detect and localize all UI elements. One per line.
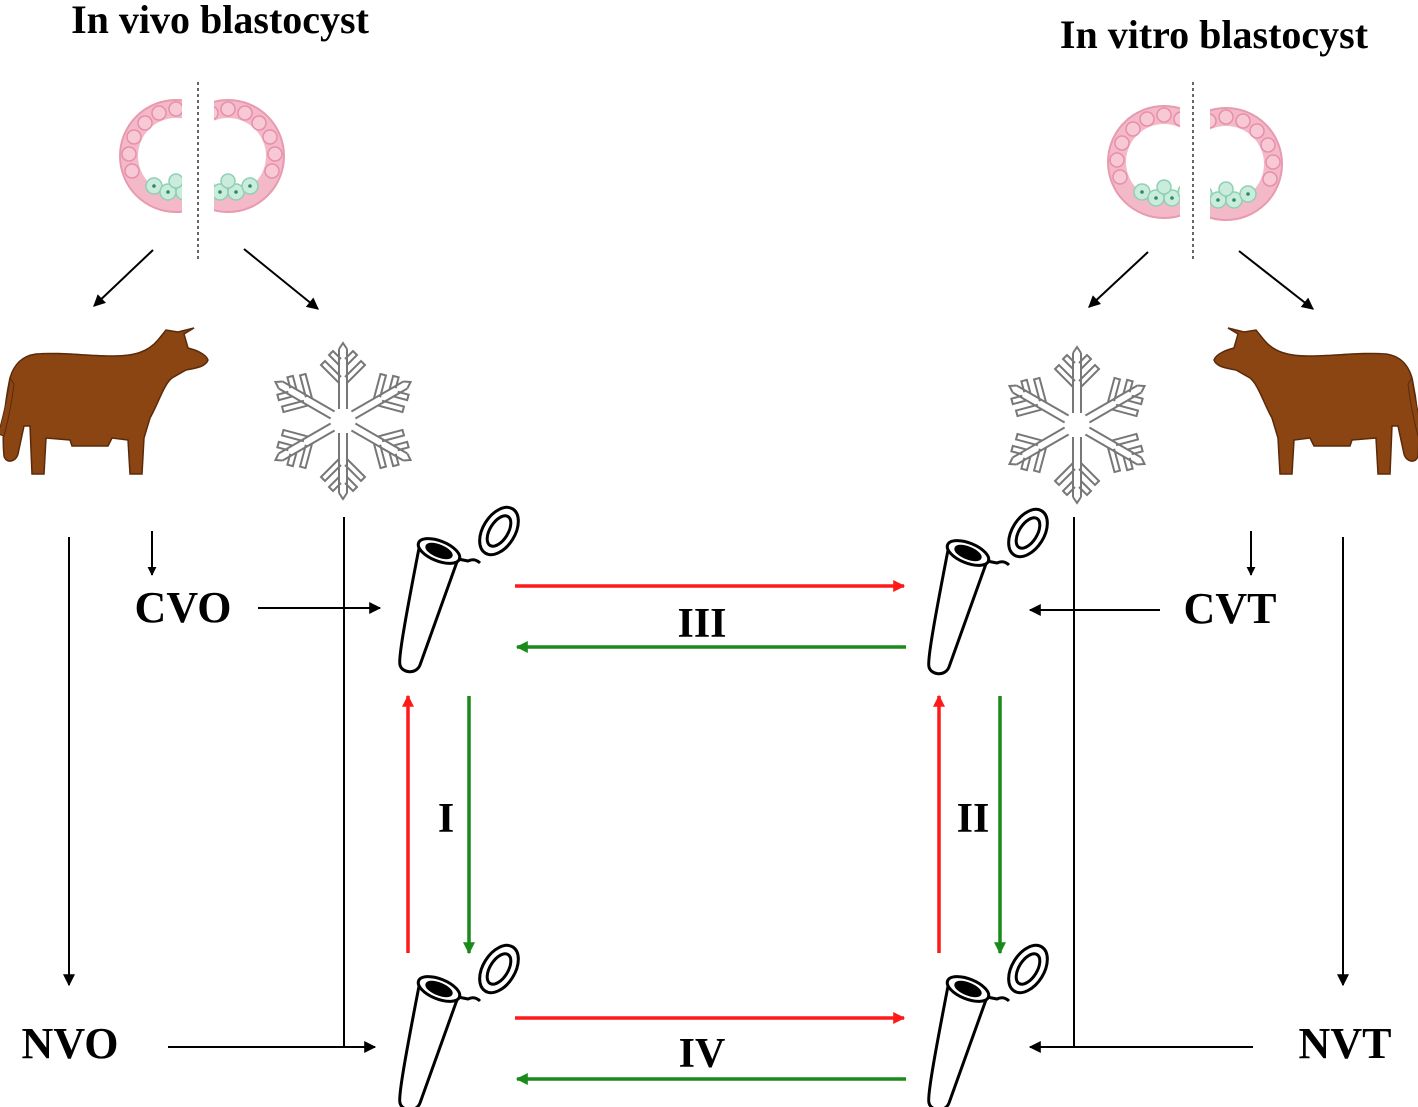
comparison-label-ii: II	[957, 796, 990, 842]
tube-icon-nvt	[927, 936, 1057, 1107]
title-in-vitro: In vitro blastocyst	[1060, 12, 1369, 57]
comparison-label-iv: IV	[679, 1031, 726, 1077]
tube-icon-cvt	[927, 500, 1057, 676]
group-label-cvt: CVT	[1184, 584, 1277, 633]
tube-icon-cvo	[398, 498, 528, 674]
tube-icon-nvo	[398, 936, 528, 1107]
comparison-arrows	[402, 580, 1006, 1085]
comparison-label-i: I	[438, 796, 454, 842]
group-label-nvo: NVO	[22, 1019, 119, 1068]
snowflake-icon-left	[264, 343, 421, 499]
in-vivo-blastocyst-icon	[119, 82, 285, 262]
snowflake-icon-right	[998, 347, 1155, 503]
left-connectors	[63, 517, 382, 1053]
group-label-nvt: NVT	[1299, 1019, 1392, 1068]
cow-icon-right	[1213, 327, 1418, 475]
right-connectors	[1028, 517, 1349, 1053]
split-arrows	[93, 248, 1314, 310]
in-vitro-blastocyst-icon	[1107, 82, 1283, 262]
comparison-label-iii: III	[677, 601, 726, 647]
group-label-cvo: CVO	[135, 583, 232, 632]
cow-icon-left	[0, 327, 209, 475]
title-in-vivo: In vivo blastocyst	[71, 0, 369, 42]
